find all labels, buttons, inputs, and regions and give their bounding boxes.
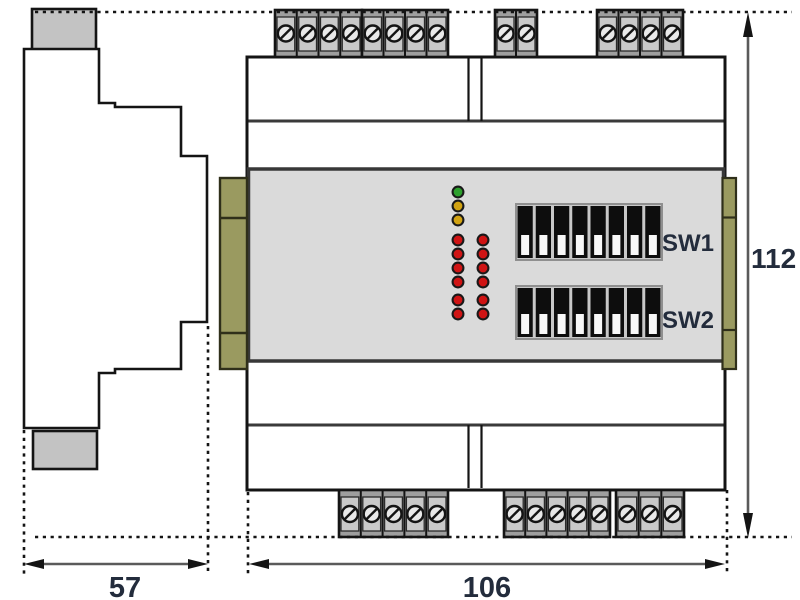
screw-slot bbox=[644, 27, 657, 40]
led-yellow-icon bbox=[451, 213, 465, 227]
arrowhead-right-icon bbox=[188, 559, 208, 569]
screw-slot bbox=[365, 507, 378, 521]
dimension-front-width-value: 106 bbox=[463, 572, 511, 600]
screw-slot bbox=[508, 507, 521, 521]
led-red-icon bbox=[476, 293, 490, 307]
side-profile-outline bbox=[22, 47, 209, 430]
arrowhead-up-icon bbox=[743, 12, 753, 37]
screw-slot bbox=[499, 27, 512, 40]
screw-slot bbox=[666, 27, 679, 40]
terminal-block-bottom-right bbox=[614, 488, 686, 539]
front-view bbox=[218, 55, 738, 492]
led-red-icon bbox=[451, 247, 465, 261]
led-red-icon bbox=[451, 275, 465, 289]
sw2-label: SW2 bbox=[662, 307, 714, 334]
dimension-side-width-value: 57 bbox=[109, 572, 141, 600]
led-red-icon bbox=[476, 233, 490, 247]
screw-slot bbox=[430, 507, 444, 521]
arrowhead-left-icon bbox=[24, 559, 44, 569]
led-red-icon bbox=[451, 293, 465, 307]
dip-switch-slider bbox=[539, 235, 548, 255]
arrowhead-left-icon bbox=[249, 559, 269, 569]
led-red-icon bbox=[476, 261, 490, 275]
screw-slot bbox=[550, 507, 564, 521]
arrowhead-down-icon bbox=[743, 513, 753, 538]
led-green-icon bbox=[451, 185, 465, 199]
screw-slot bbox=[643, 507, 657, 521]
led-red-icon bbox=[451, 233, 465, 247]
dip-switch-slider bbox=[557, 314, 566, 334]
screw-slot bbox=[409, 507, 422, 521]
bus-connector-right-body bbox=[721, 176, 738, 371]
dip-switch-slider bbox=[648, 314, 657, 334]
screw-slot bbox=[529, 507, 543, 521]
construction-lines bbox=[22, 10, 792, 574]
dip-switch-slider bbox=[521, 314, 530, 334]
terminal-block-top-left-a bbox=[273, 8, 364, 59]
dip-switch-slider bbox=[539, 314, 548, 334]
dip-switch-slider bbox=[612, 314, 621, 334]
screw-slot bbox=[301, 27, 314, 40]
screw-slot bbox=[388, 27, 401, 40]
dip-switch-slider bbox=[575, 314, 584, 334]
led-yellow-icon bbox=[451, 199, 465, 213]
terminal-block-bottom-left bbox=[337, 488, 450, 539]
arrowhead-right-icon bbox=[705, 559, 725, 569]
terminal-blocks-bottom bbox=[337, 488, 686, 539]
dip-switch-slider bbox=[612, 235, 621, 255]
screw-slot bbox=[431, 27, 444, 40]
screw-slot bbox=[623, 27, 636, 40]
screw-slot bbox=[666, 507, 679, 521]
screw-slot bbox=[621, 507, 634, 521]
terminal-blocks-top bbox=[273, 8, 685, 59]
dip-switch-slider bbox=[575, 235, 584, 255]
side-view bbox=[22, 7, 209, 471]
screw-slot bbox=[571, 507, 585, 521]
screw-slot bbox=[343, 507, 357, 521]
din-rail-clamp-bottom bbox=[31, 429, 99, 471]
dip-switch-slider bbox=[594, 235, 603, 255]
dip-switch-bank-sw1 bbox=[515, 203, 663, 261]
screw-slot bbox=[409, 27, 422, 40]
screw-slot bbox=[387, 507, 400, 521]
terminal-block-bottom-middle bbox=[502, 488, 612, 539]
dip-switch-slider bbox=[557, 235, 566, 255]
dimension-height-value: 112 bbox=[751, 243, 796, 274]
screw-slot bbox=[344, 27, 358, 40]
bus-connector-left bbox=[218, 176, 249, 371]
screw-slot bbox=[593, 507, 606, 521]
screw-slot bbox=[520, 27, 533, 40]
bus-connector-left-body bbox=[218, 176, 249, 371]
dip-switch-slider bbox=[521, 235, 530, 255]
screw-slot bbox=[366, 27, 379, 40]
dip-switch-slider bbox=[630, 314, 639, 334]
screw-slot bbox=[601, 27, 614, 40]
terminal-block-top-right bbox=[595, 8, 685, 59]
dip-switch-bank-sw2 bbox=[515, 285, 663, 340]
bus-connector-right bbox=[721, 176, 738, 371]
led-indicators bbox=[451, 185, 490, 321]
screw-slot bbox=[279, 27, 293, 40]
dip-switch-slider bbox=[630, 235, 639, 255]
led-red-icon bbox=[476, 307, 490, 321]
dip-switch-banks bbox=[515, 203, 663, 340]
screw-slot bbox=[323, 27, 336, 40]
terminal-block-top-middle bbox=[493, 8, 539, 59]
led-red-icon bbox=[476, 247, 490, 261]
sw1-label: SW1 bbox=[662, 230, 714, 257]
din-rail-clamp-top bbox=[30, 7, 98, 52]
led-red-icon bbox=[451, 261, 465, 275]
terminal-block-top-left-b bbox=[360, 8, 450, 59]
led-red-icon bbox=[476, 275, 490, 289]
dip-switch-slider bbox=[648, 235, 657, 255]
led-red-icon bbox=[451, 307, 465, 321]
dimension-annotations: 112 57 106 bbox=[24, 12, 796, 600]
dip-switch-slider bbox=[594, 314, 603, 334]
